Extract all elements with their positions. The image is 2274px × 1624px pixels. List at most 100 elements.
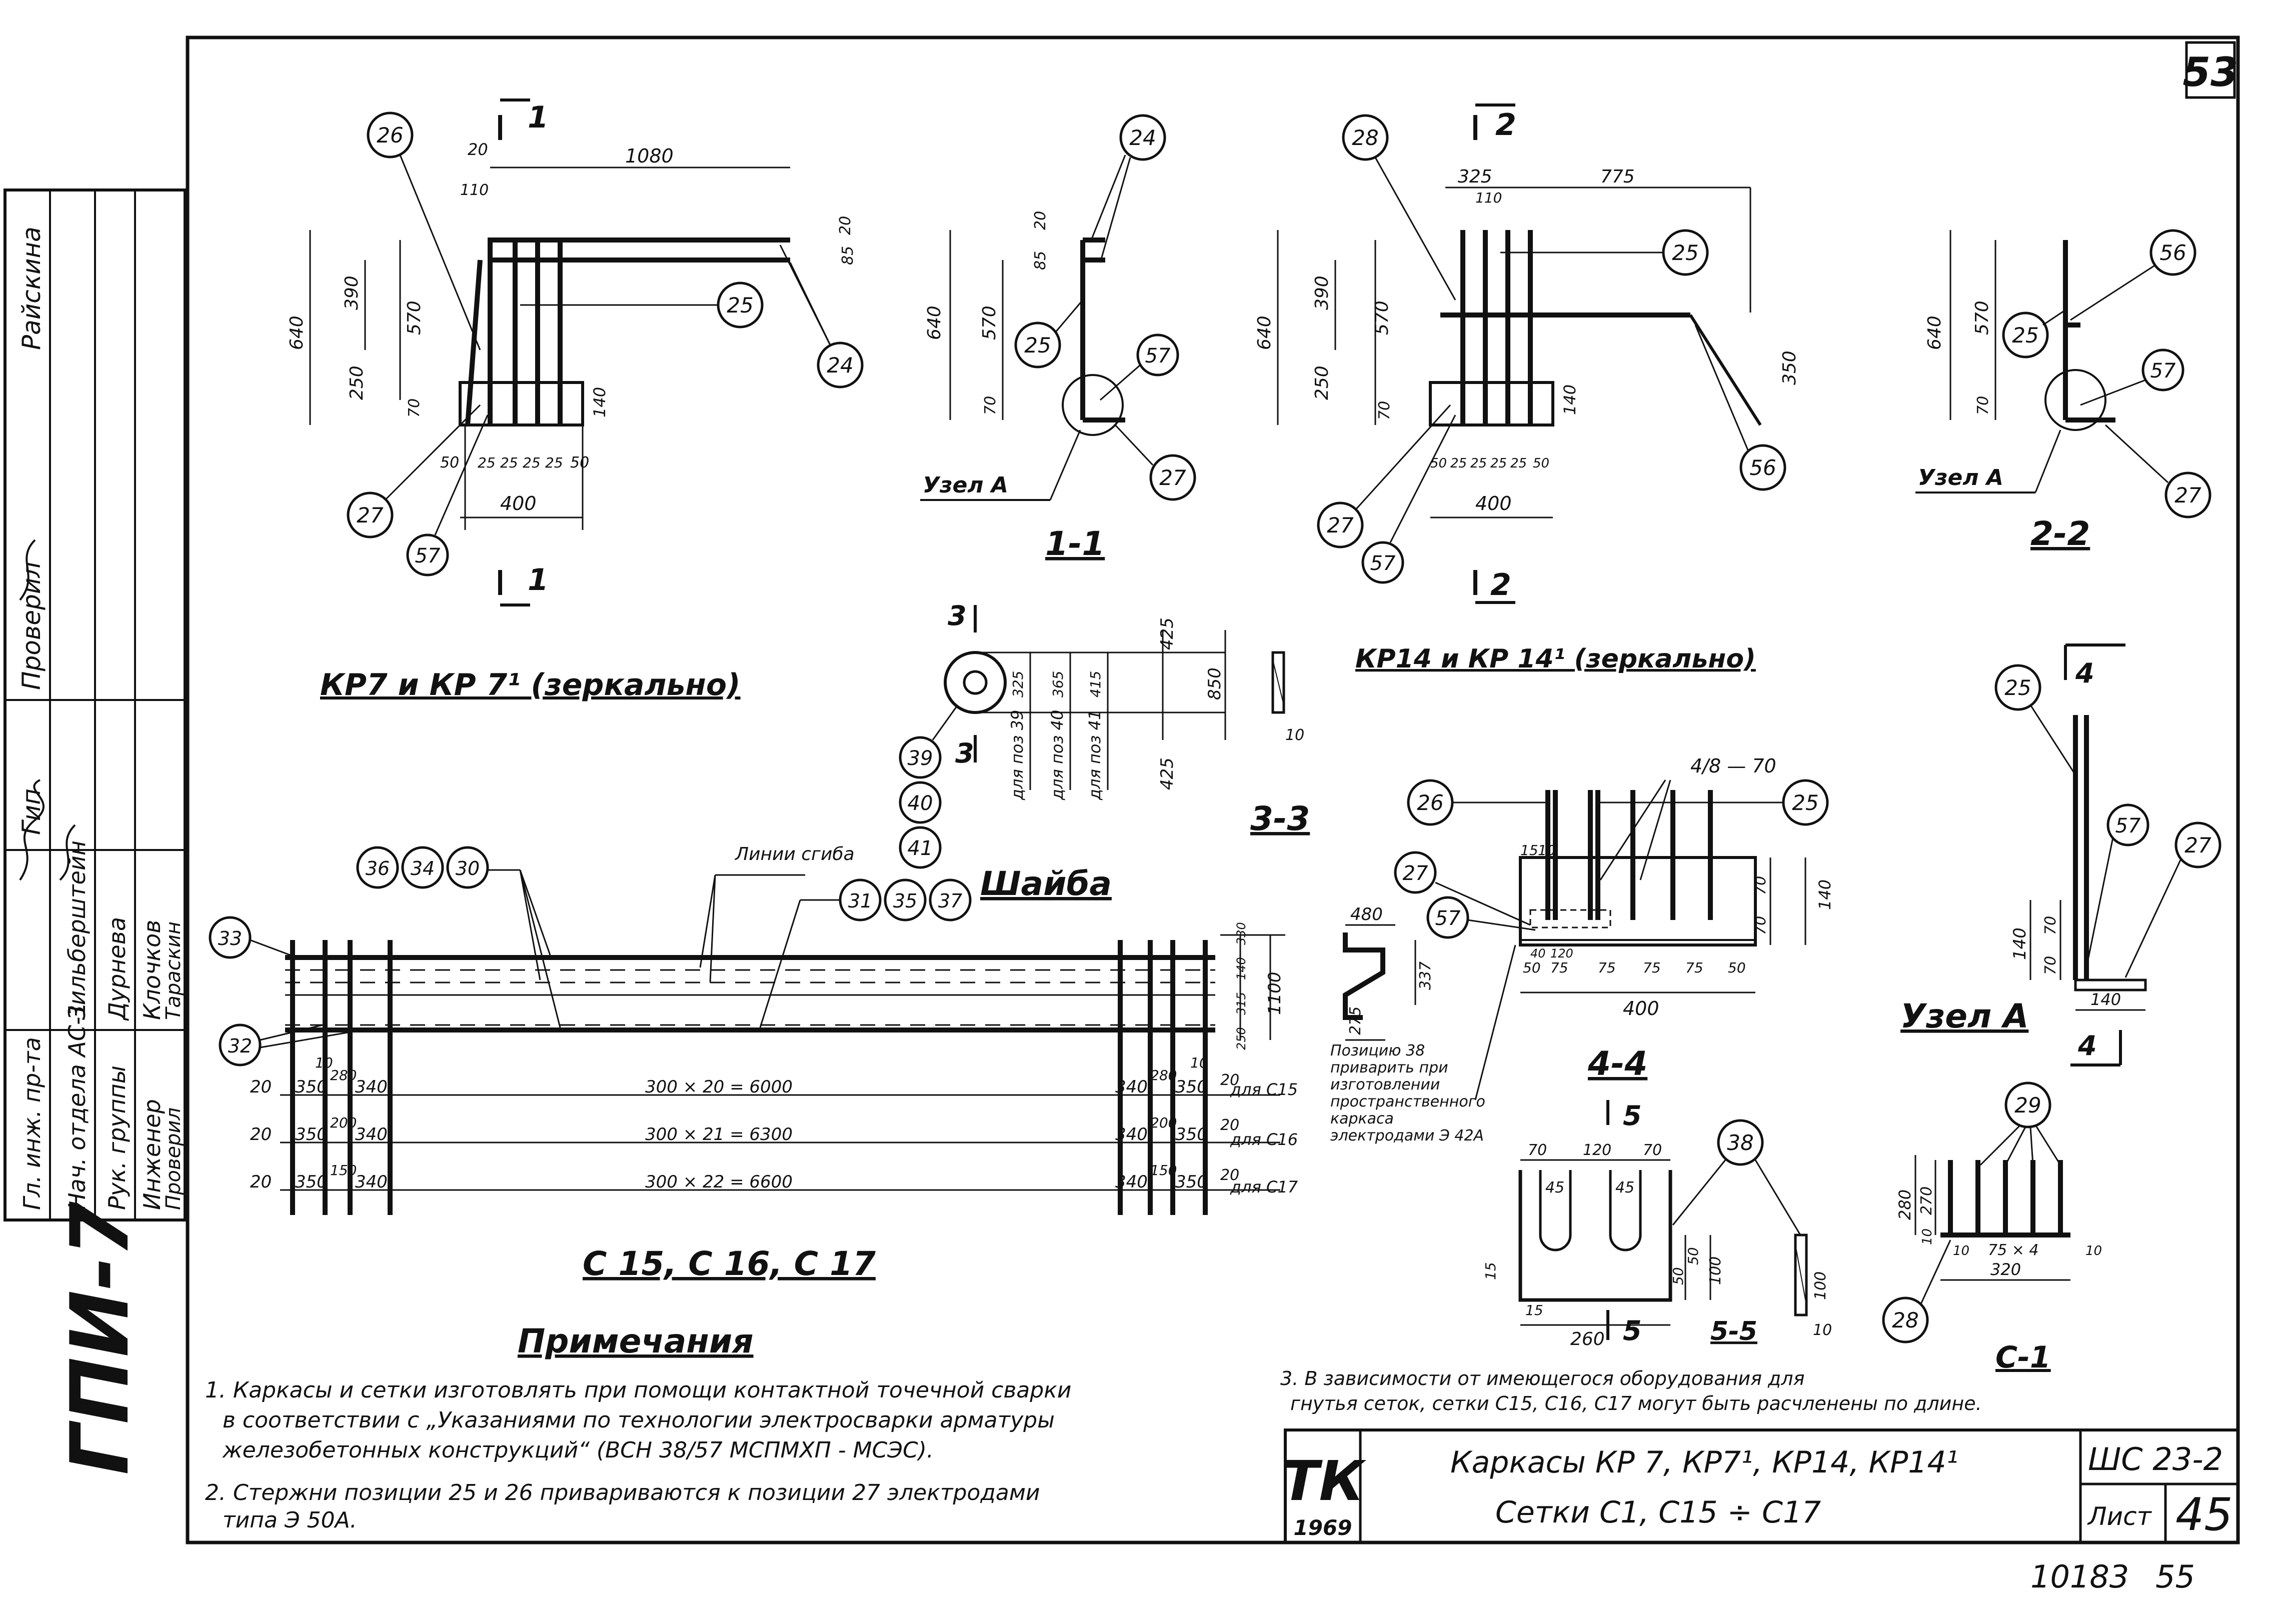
title-org-mark: ТК [1282, 1449, 1367, 1513]
dim-kp7-11: 50 [440, 454, 459, 472]
notes-heading: Примечания [518, 1322, 754, 1360]
node-a-caption: Узел А [1900, 997, 2028, 1036]
dim-kp14-4: 390 [1312, 276, 1332, 310]
kp7-caption: КР7 и КР 7¹ (зеркально) [320, 668, 741, 702]
row1-d0: 20 [250, 1124, 272, 1144]
view-section-1-1: 20 85 640 570 70 25 57 27 Узел А 1-1 [920, 154, 1196, 563]
callout-11-27: 27 [1159, 466, 1186, 490]
row0-d1: 350 [295, 1077, 328, 1097]
callout-mesh-33: 33 [218, 928, 242, 950]
org-label: ГПИ-7 [53, 1201, 147, 1475]
dim-pos38-2: 275 [1347, 1006, 1364, 1035]
dim-55-plate-0: 100 [1812, 1272, 1829, 1300]
c1-caption: С-1 [1995, 1340, 2051, 1375]
title-line-1: Каркасы КР 7, КР7¹, КР14, КР14¹ [1450, 1445, 1958, 1480]
section-mark-1-top: 1 [528, 100, 549, 135]
callout-11-25: 25 [1024, 333, 1051, 358]
callout-kp14-28: 28 [1352, 126, 1378, 150]
mesh-row-c17: 20 350 150 340 300 × 22 = 6600 340 150 3… [250, 1162, 1298, 1196]
dim-44-b3: 75 [1550, 960, 1568, 976]
row0-e3: 340 [1115, 1077, 1148, 1097]
title-sheet-number: 45 [2175, 1488, 2233, 1541]
callout-22-56: 56 [2159, 240, 2186, 265]
title-year: 1969 [1294, 1516, 1352, 1540]
stamp-name-0: Зильберштейн [64, 840, 91, 1020]
signature-mark [19, 539, 36, 601]
view-node-a: 4 4 140 70 70 140 25 57 27 Узел А [1900, 644, 2221, 1066]
sec11-caption: 1-1 [1045, 524, 1105, 563]
dim-c1-5: 10 [2085, 1244, 2102, 1258]
row2-d2: 150 [330, 1162, 357, 1178]
dim-c1-1: 270 [1918, 1186, 1935, 1215]
pos38-note: Позицию 38 приварить при изготовлении пр… [1330, 1042, 1485, 1144]
row2-e1: 350 [1175, 1172, 1208, 1192]
dim-55-t2: 70 [1643, 1142, 1662, 1159]
sec44-caption: 4-4 [1587, 1044, 1647, 1083]
sec55-mark-top: 5 [1623, 1100, 1642, 1132]
dim-44-b2: 120 [1550, 946, 1573, 960]
row1-d3: 340 [355, 1124, 388, 1144]
callout-mesh-30: 30 [456, 858, 480, 880]
callout-washer-41: 41 [908, 837, 933, 860]
dim-44-r2: 140 [1815, 880, 1834, 910]
mesh-small-dim-1: 10 [1190, 1054, 1208, 1071]
corner-number: 53 [2182, 49, 2238, 96]
corner-box [2185, 41, 2236, 99]
dim-kp7-16: 50 [570, 454, 589, 472]
dim-55-t4: 45 [1615, 1179, 1634, 1196]
washer-caption: Шайба [980, 864, 1112, 903]
sec33-caption: 3-3 [1250, 800, 1310, 838]
dim-55-t1: 120 [1583, 1142, 1611, 1159]
view-section-4-4: 4/8 — 70 15 10 50 40 120 75 75 75 75 50 … [1394, 755, 1834, 1100]
dim-55-s2: 50 [1670, 1267, 1686, 1285]
notes: Примечания 1. Каркасы и сетки изготовлят… [205, 1322, 1982, 1533]
title-sheet-label: Лист [2087, 1502, 2152, 1531]
row2-d3: 340 [355, 1172, 388, 1192]
dim-kp14-6: 250 [1312, 366, 1332, 400]
dim-11-1: 85 [1032, 251, 1049, 270]
callout-kp7-26: 26 [377, 123, 403, 148]
callout-kp7-57: 57 [415, 544, 441, 568]
dim-11-4: 70 [982, 396, 999, 415]
section-mark-1-bottom: 1 [528, 562, 549, 598]
node-a-mark-top: 4 [2075, 658, 2094, 689]
callout-44-57: 57 [1435, 907, 1461, 930]
dim-55-bottom: 260 [1570, 1329, 1605, 1350]
note-3-line-0: 3. В зависимости от имеющегося оборудова… [1280, 1368, 1804, 1390]
dim-44-b1: 40 [1530, 946, 1546, 960]
callout-node-a-57: 57 [2115, 814, 2141, 838]
row2-e3: 340 [1115, 1172, 1148, 1192]
dim-kp14-8: 140 [1560, 384, 1579, 415]
dim-22-0: 640 [1924, 316, 1945, 350]
mesh-row-c15: 20 350 280 340 300 × 20 = 6000 340 280 3… [250, 1067, 1298, 1099]
dim-55-s3: 50 [1685, 1247, 1701, 1265]
callout-washer-39: 39 [908, 747, 933, 770]
callout-kp14-57: 57 [1370, 552, 1396, 575]
callout-44-27: 27 [1403, 862, 1428, 885]
callout-22-57: 57 [2150, 360, 2176, 382]
view-washer: 3 3 425 850 425 325 365 415 для поз 39 д… [899, 600, 1310, 903]
note-line-2: железобетонных конструкций“ (ВСН 38/57 М… [222, 1438, 934, 1463]
dim-kp7-12: 25 [478, 454, 496, 471]
dim-kp14-9: 350 [1779, 350, 1800, 385]
row0-d0: 20 [250, 1077, 272, 1097]
dim-kp7-9: 20 [837, 216, 854, 235]
dim-c1-4: 75 × 4 [1988, 1242, 2038, 1259]
row1-e0: 20 [1220, 1116, 1239, 1134]
dim-55-s1: 15 [1525, 1302, 1543, 1318]
dim-44-b5: 75 [1643, 960, 1661, 976]
dim-kp14-11: 25 [1450, 456, 1467, 471]
footer-left: 10183 [2030, 1558, 2129, 1595]
stamp-role-1: Нач. отдела АС-1 [64, 1002, 91, 1210]
dim-kp14-0: 325 [1458, 166, 1492, 187]
callout-mesh-37: 37 [938, 890, 962, 912]
row1-e1: 350 [1175, 1124, 1208, 1144]
dim-44-b0: 50 [1523, 960, 1541, 976]
note-line-3: 2. Стержни позиции 25 и 26 привариваются… [205, 1480, 1040, 1506]
dim-kp7-4: 390 [342, 276, 362, 310]
dim-kp7-13: 25 [500, 454, 518, 471]
note-3-line-1: гнутья сеток, сетки С15, С16, С17 могут … [1290, 1392, 1982, 1414]
dim-node-a-2: 70 [2042, 956, 2059, 975]
note-line-4: типа Э 50А. [223, 1508, 357, 1533]
callout-kp7-27: 27 [357, 503, 384, 528]
